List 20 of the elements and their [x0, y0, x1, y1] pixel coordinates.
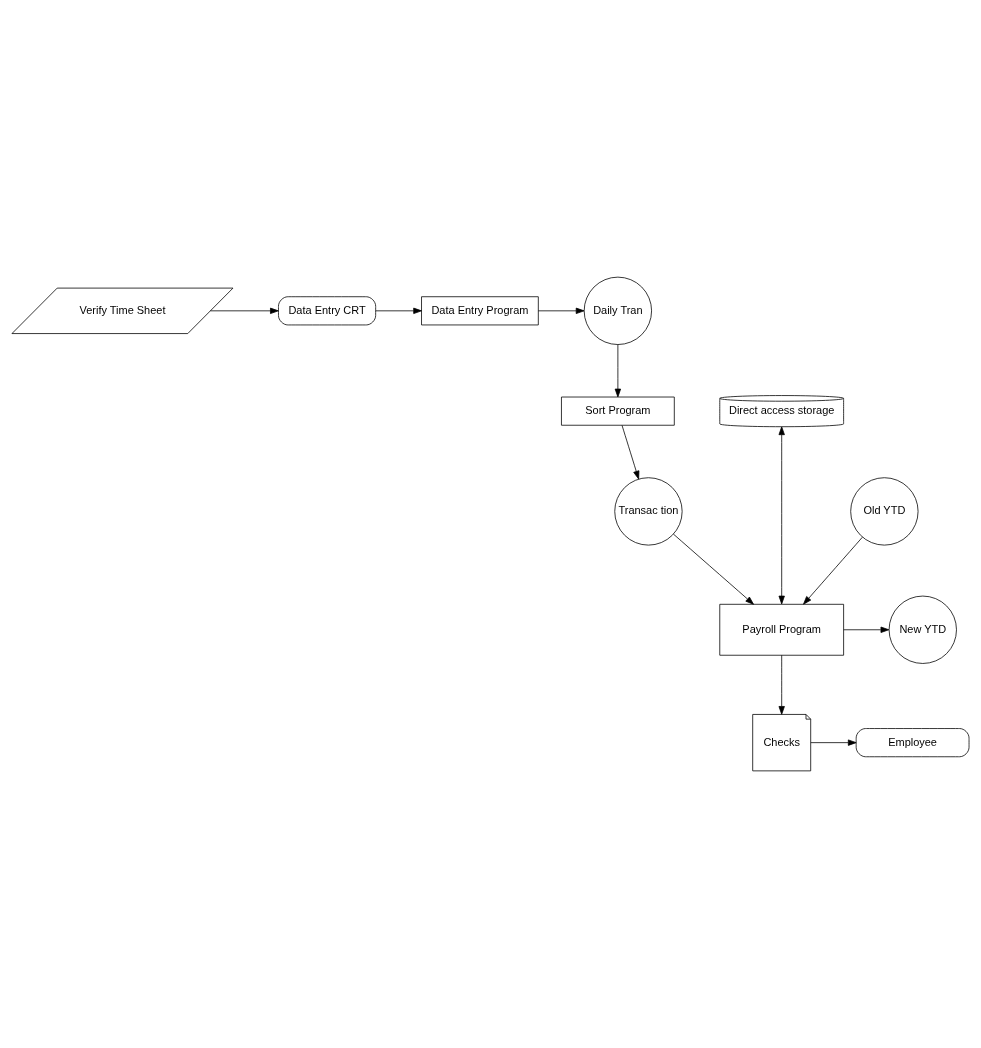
node-box: Payroll Program	[719, 603, 844, 656]
arrow	[778, 654, 785, 715]
node-box: Employee	[855, 728, 970, 758]
arrow	[538, 307, 585, 314]
arrow	[210, 307, 279, 314]
node-box: Data Entry Program	[421, 296, 539, 326]
arrow	[803, 536, 863, 605]
node-box: Sort Program	[561, 396, 675, 426]
arrow	[843, 626, 890, 633]
node-circle: New YTD	[888, 595, 957, 664]
node-box: Data Entry CRT	[278, 296, 377, 326]
arrow	[810, 739, 857, 746]
arrow	[614, 344, 621, 398]
arrow	[778, 426, 785, 605]
arrow	[621, 425, 640, 480]
arrow	[375, 307, 422, 314]
arrow	[673, 533, 754, 605]
node-circle: Daily Tran	[583, 276, 652, 345]
node-circle: Old YTD	[850, 477, 919, 546]
node-circle: Transac tion	[614, 477, 683, 546]
